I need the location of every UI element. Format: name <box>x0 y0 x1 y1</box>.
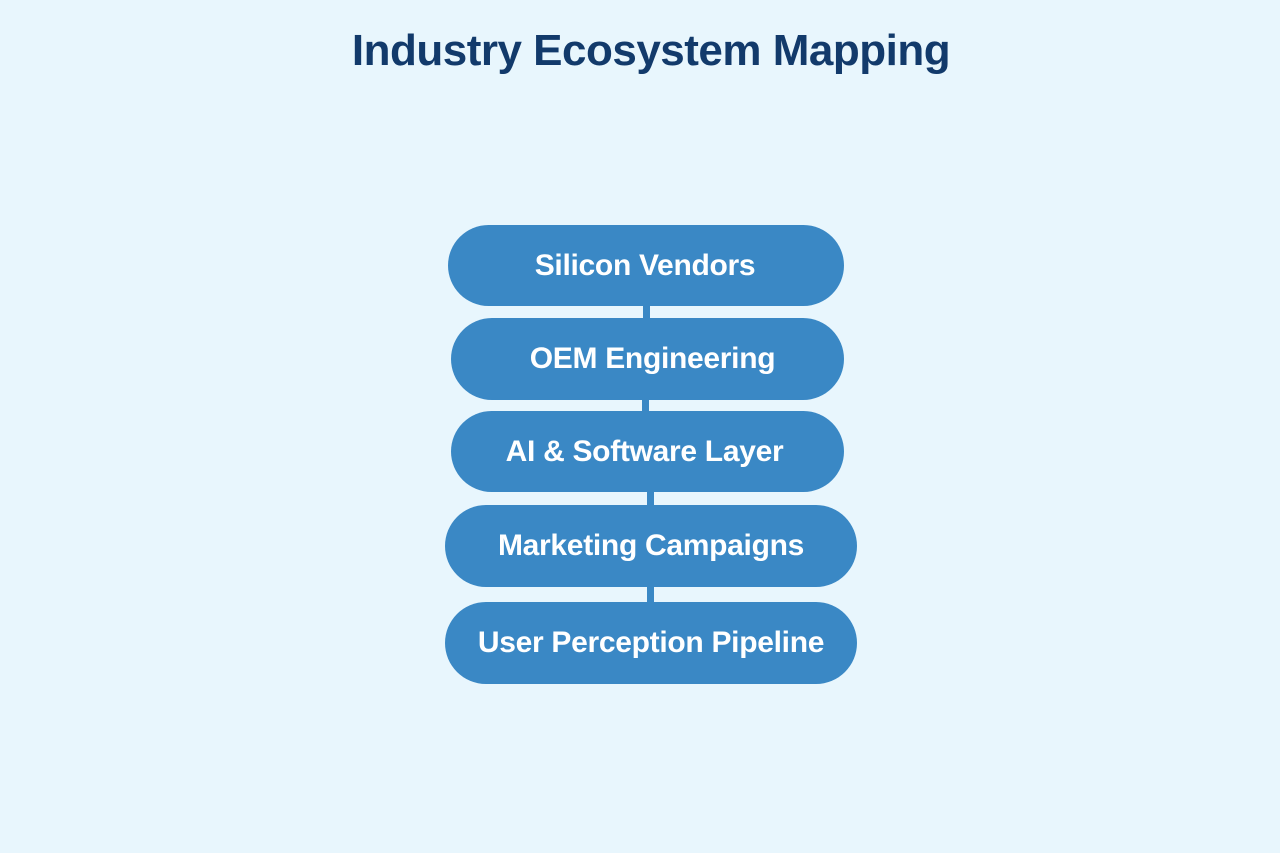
connector-3-4 <box>647 492 654 505</box>
node-label: User Perception Pipeline <box>477 626 825 659</box>
node-label: OEM Engineering <box>529 342 776 375</box>
node-marketing-campaigns: Marketing Campaigns <box>445 505 857 587</box>
node-label: Marketing Campaigns <box>497 529 805 562</box>
node-silicon-vendors: Silicon Vendors <box>448 225 844 306</box>
node-oem-engineering: OEM Engineering <box>451 318 844 400</box>
node-label: AI & Software Layer <box>505 434 784 468</box>
node-label: Silicon Vendors <box>534 248 756 282</box>
connector-1-2 <box>643 306 650 318</box>
connector-4-5 <box>647 587 654 602</box>
node-user-perception-pipeline: User Perception Pipeline <box>445 602 857 684</box>
connector-2-3 <box>642 400 649 411</box>
diagram-title: Industry Ecosystem Mapping <box>351 26 951 75</box>
node-ai-software-layer: AI & Software Layer <box>451 411 844 492</box>
